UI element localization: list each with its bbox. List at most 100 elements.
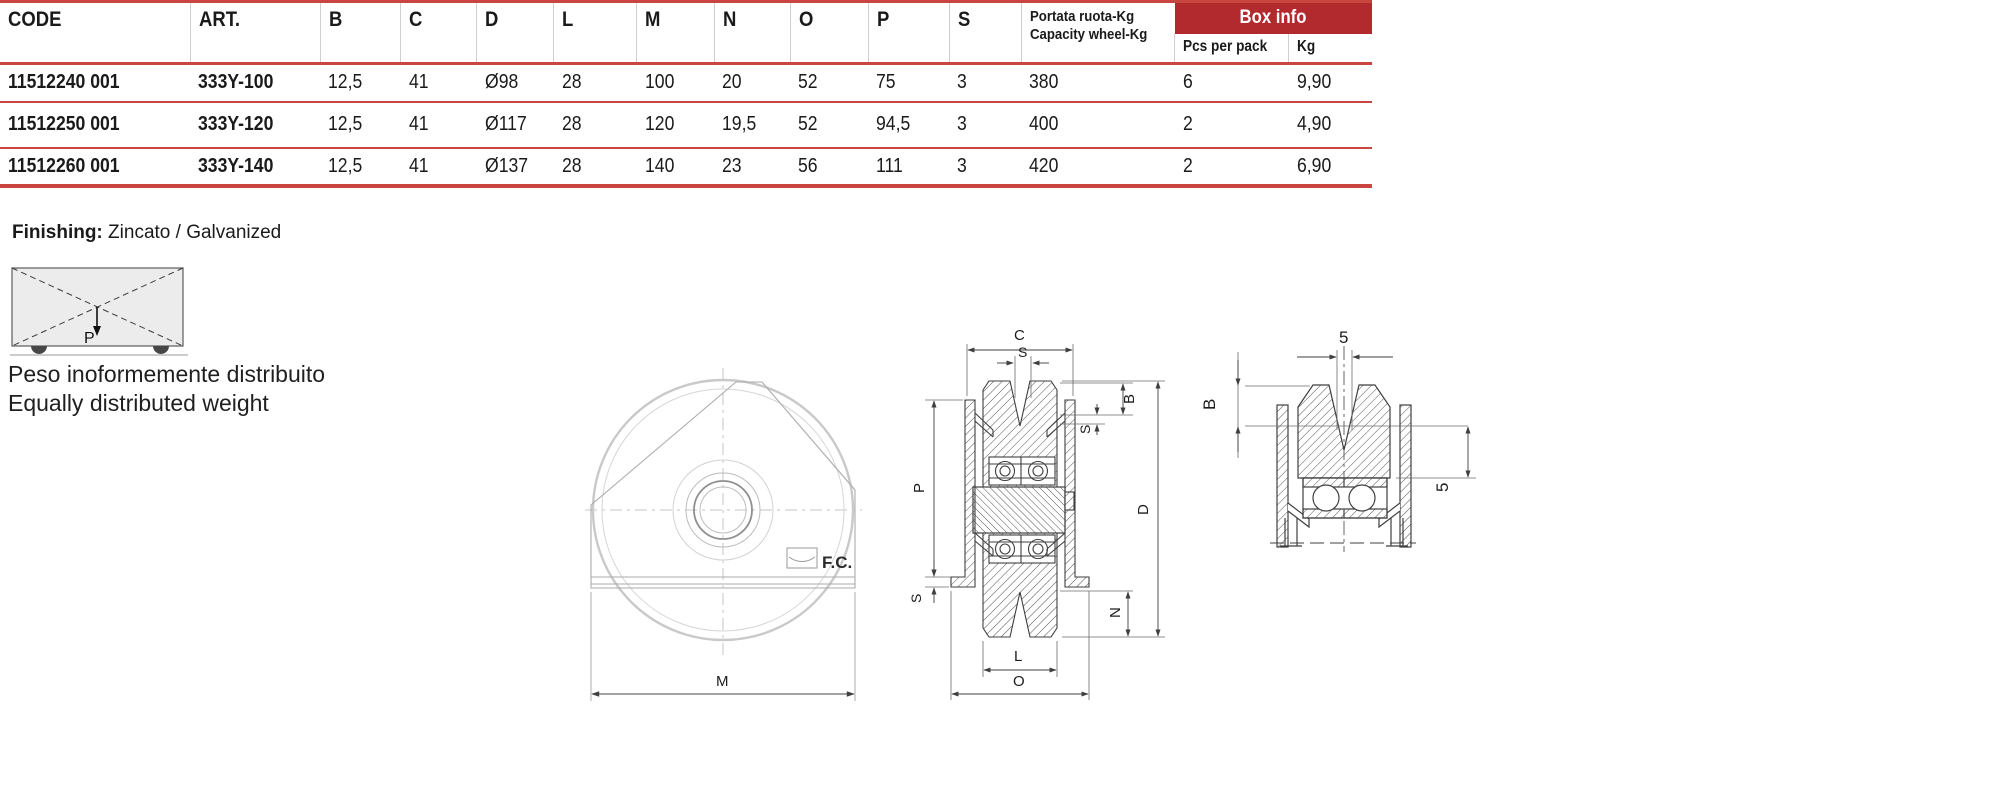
col-header-b: B xyxy=(319,1,401,64)
dimension-lines xyxy=(1235,354,1471,478)
wheel-left-icon xyxy=(31,346,47,354)
cell-d: Ø137 xyxy=(484,154,528,177)
cell-b: 12,5 xyxy=(328,71,363,94)
cell-o: 52 xyxy=(798,71,818,94)
dim-m: M xyxy=(590,592,856,701)
lower-bearing xyxy=(988,534,1056,564)
finishing-value: Zincato / Galvanized xyxy=(102,222,282,243)
hub-circle-inner xyxy=(699,486,747,534)
cell-art: 333Y-140 xyxy=(198,154,274,177)
cell-m: 140 xyxy=(644,154,675,177)
weight-note-text: Peso inoformemente distribuito Equally d… xyxy=(8,360,325,418)
table-header: CODE ART. B C D L M N O P S Portata ruot… xyxy=(0,1,1372,64)
col-header-p: P xyxy=(867,1,950,64)
front-view-drawing: F.C. M xyxy=(585,368,862,701)
cell-pcs: 2 xyxy=(1182,154,1193,177)
upper-bearing xyxy=(988,456,1056,486)
cell-p: 75 xyxy=(876,71,896,94)
cell-kg: 9,90 xyxy=(1296,71,1332,94)
col-header-capacity: Portata ruota-Kg Capacity wheel-Kg xyxy=(1020,1,1175,64)
fc-logo-emblem-icon xyxy=(786,547,818,569)
col-header-l: L xyxy=(553,1,637,64)
table-row: 11512240 001 333Y-100 12,5 41 Ø98 28 100… xyxy=(0,64,1372,102)
fc-logo-text: F.C. xyxy=(822,553,852,572)
cell-pcs: 6 xyxy=(1182,71,1193,94)
dim-p-label: P xyxy=(911,483,928,493)
cell-c: 41 xyxy=(408,113,429,135)
col-header-s: S xyxy=(948,1,1022,64)
cell-m: 100 xyxy=(644,71,675,94)
cell-n: 23 xyxy=(722,154,742,177)
right-bracket-section xyxy=(1378,404,1412,548)
cell-l: 28 xyxy=(561,154,582,177)
col-header-art: ART. xyxy=(189,1,321,64)
dim-n-label: N xyxy=(1107,607,1124,618)
col-header-n: N xyxy=(713,1,791,64)
dim-s-left-label: S xyxy=(908,594,924,603)
cell-b: 12,5 xyxy=(328,113,363,135)
cell-capacity: 380 xyxy=(1029,71,1059,94)
cell-art: 333Y-120 xyxy=(198,113,274,135)
cell-s: 3 xyxy=(957,71,968,94)
hub-circle-outer xyxy=(672,459,774,561)
detail-view-drawing: 5 B 5 xyxy=(1200,328,1476,552)
cell-art: 333Y-100 xyxy=(198,71,274,94)
cell-o: 56 xyxy=(798,154,818,177)
table-row: 11512260 001 333Y-140 12,5 41 Ø137 28 14… xyxy=(0,148,1372,186)
cell-m: 120 xyxy=(644,113,675,135)
cell-n: 19,5 xyxy=(722,113,757,135)
dim-d-label: D xyxy=(1135,504,1152,515)
cell-b: 12,5 xyxy=(328,154,363,177)
dim-b-label: B xyxy=(1121,394,1138,404)
cell-kg: 4,90 xyxy=(1296,113,1332,135)
wheel-inner-circle xyxy=(601,388,845,632)
cell-d: Ø117 xyxy=(484,113,527,135)
fc-logo-wave-icon xyxy=(788,556,816,562)
extension-lines xyxy=(925,344,1165,700)
box-info-header: Box info xyxy=(1174,1,1372,34)
col-header-o: O xyxy=(789,1,869,64)
detail-bearing xyxy=(1302,477,1388,519)
dim-s-right-label: S xyxy=(1077,425,1093,434)
cell-capacity: 420 xyxy=(1029,154,1059,177)
axle-hub xyxy=(972,486,1075,534)
col-header-code: CODE xyxy=(8,8,62,31)
dim-5-right-label: 5 xyxy=(1433,483,1452,492)
cell-s: 3 xyxy=(957,113,968,135)
base-feet xyxy=(1270,518,1416,547)
cell-s: 3 xyxy=(957,154,968,177)
hub-circle-bore xyxy=(693,480,753,540)
dim-o-label: O xyxy=(1013,673,1025,690)
dimension-lines xyxy=(931,347,1161,697)
mounting-plate-outline xyxy=(590,381,856,589)
weight-distribution-diagram: P xyxy=(10,267,188,356)
weight-note-line2: Equally distributed weight xyxy=(8,390,269,416)
col-header-c: C xyxy=(400,1,477,64)
centerlines xyxy=(585,368,862,655)
cell-n: 20 xyxy=(722,71,742,94)
cell-code: 11512260 001 xyxy=(8,154,120,177)
cell-p: 111 xyxy=(876,154,903,177)
weight-arrow-label: P xyxy=(84,330,95,347)
finishing-label: Finishing: xyxy=(12,222,103,243)
cell-o: 52 xyxy=(798,113,818,135)
hub-circle-mid xyxy=(685,472,761,548)
cell-p: 94,5 xyxy=(876,113,911,135)
dim-5-top-label: 5 xyxy=(1339,328,1348,347)
cell-l: 28 xyxy=(561,113,582,135)
cell-l: 28 xyxy=(561,71,582,94)
cell-pcs: 2 xyxy=(1182,113,1193,135)
col-header-kg: Kg xyxy=(1288,34,1372,64)
dim-b-label: B xyxy=(1200,399,1219,410)
cell-code: 11512250 001 xyxy=(8,113,120,135)
finishing-note: Finishing: Zincato / Galvanized xyxy=(12,222,281,244)
col-header-d: D xyxy=(476,1,554,64)
cell-capacity: 400 xyxy=(1029,113,1059,135)
cell-c: 41 xyxy=(408,154,429,177)
dim-m-label: M xyxy=(716,673,729,690)
weight-note-line1: Peso inoformemente distribuito xyxy=(8,361,326,387)
col-header-m: M xyxy=(636,1,714,64)
dim-c-label: C xyxy=(1014,327,1025,344)
wheel-right-icon xyxy=(153,346,169,354)
